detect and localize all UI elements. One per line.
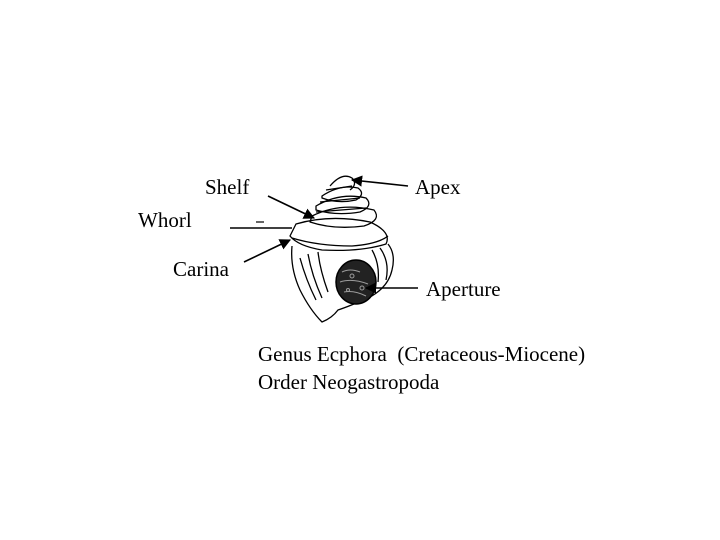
apex-label: Apex bbox=[415, 175, 461, 199]
whorl-label: Whorl bbox=[138, 208, 192, 232]
carina-label: Carina bbox=[173, 257, 229, 281]
shelf-leader-arrow bbox=[267, 195, 316, 219]
caption-genus: Genus Ecphora (Cretaceous-Miocene) bbox=[258, 342, 586, 366]
apex-leader-arrow bbox=[350, 175, 409, 187]
caption-order: Order Neogastropoda bbox=[258, 370, 440, 394]
carina-leader-arrow bbox=[243, 239, 292, 263]
aperture-label: Aperture bbox=[426, 277, 501, 301]
aperture-shape bbox=[335, 259, 377, 305]
shelf-label: Shelf bbox=[205, 175, 250, 199]
